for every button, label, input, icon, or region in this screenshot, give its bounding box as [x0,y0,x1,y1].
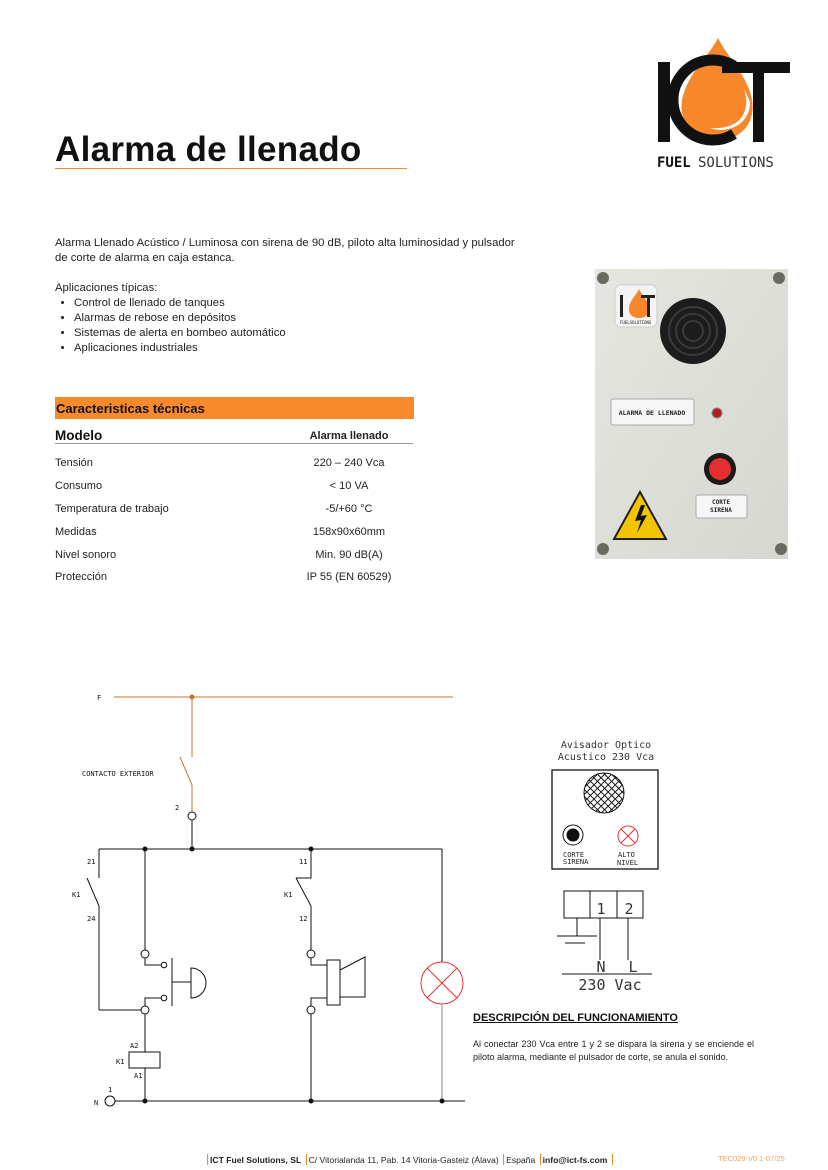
model-label: Modelo [55,428,103,443]
footer-country: España [506,1155,536,1165]
device-title-2: Acustico 230 Vca [558,752,654,763]
photo-label-alarm: ALARMA DE LLENADO [619,409,686,417]
label-k1: K1 [284,891,292,899]
spec-key: Temperatura de trabajo [55,503,169,515]
operation-title: DESCRIPCIÓN DEL FUNCIONAMIENTO [473,1012,678,1024]
applications: Aplicaciones típicas: Control de llenado… [55,281,286,356]
spec-key: Tensión [55,457,93,469]
page-title: Alarma de llenado [55,130,362,169]
label-neutral: N [94,1099,98,1107]
pushbutton-icon [190,967,207,999]
photo-label-corte-1: CORTE [712,499,730,506]
high-level-lamp-icon [617,825,639,847]
list-item: Alarmas de rebose en depósitos [74,311,286,326]
specs-header-row: Modelo Alarma llenado [55,428,413,444]
footer-address: C/ Vitorialanda 11, Pab. 14 Vitoria-Gast… [308,1155,499,1165]
label-k1: K1 [72,891,80,899]
spec-key: Protección [55,571,107,583]
specs-section-header: Caracteristicas técnicas [55,397,414,419]
label-corte: CORTE [563,851,584,859]
table-row: Medidas 158x90x60mm [55,526,413,542]
list-item: Sistemas de alerta en bombeo automático [74,326,286,341]
label-12: 12 [299,915,307,923]
label-n: N [596,958,605,976]
label-terminal-2: 2 [175,804,179,812]
terminal-2-label: 2 [624,900,633,918]
label-nivel: NIVEL [617,859,638,867]
siren-icon [326,959,341,1006]
footer-company: ICT Fuel Solutions, SL [210,1155,302,1165]
phase-line [114,696,453,812]
relay-coil-icon [128,1051,161,1069]
spec-key: Medidas [55,526,97,538]
logo-fuel: FUEL [657,155,691,171]
applications-label: Aplicaciones típicas: [55,282,158,294]
operation-text: Al conectar 230 Vca entre 1 y 2 se dispa… [473,1039,754,1062]
footer: ICT Fuel Solutions, SL C/ Vitorialanda 1… [205,1154,615,1165]
terminal-1-label: 1 [596,900,605,918]
label-l: L [628,958,637,976]
specs-section-title: Caracteristicas técnicas [56,401,205,416]
table-row: Consumo < 10 VA [55,480,413,496]
label-a1: A1 [134,1072,142,1080]
table-row: Protección IP 55 (EN 60529) [55,571,413,587]
product-photo: FUELSOLUTIONS ALARMA DE LLENADO CORTE SI… [595,269,788,559]
table-row: Nivel sonoro Min. 90 dB(A) [55,549,413,565]
label-k1: K1 [116,1058,124,1066]
company-logo: FUEL SOLUTIONS [657,38,790,171]
label-alto: ALTO [618,851,635,859]
photo-label-corte-2: SIRENA [710,507,732,514]
logo-solutions: SOLUTIONS [698,155,774,171]
label-a2: A2 [130,1042,138,1050]
spec-value: IP 55 (EN 60529) [306,571,392,583]
title-underline [55,168,407,169]
spec-value: -5/+60 °C [325,503,373,515]
svg-text:FUELSOLUTIONS: FUELSOLUTIONS [620,320,652,325]
device-title-1: Avisador Optico [561,740,651,751]
label-21: 21 [87,858,95,866]
footer-email[interactable]: info@ict-fs.com [542,1155,608,1165]
spec-value: < 10 VA [329,480,369,492]
spec-value: Min. 90 dB(A) [315,549,383,561]
ground-icon [557,918,597,944]
label-24: 24 [87,915,95,923]
terminal-block [563,890,644,919]
list-item: Aplicaciones industriales [74,341,286,356]
list-item: Control de llenado de tanques [74,296,286,311]
label-sirena: SIRENA [563,858,589,866]
label-phase: F [97,694,101,702]
label-terminal-1: 1 [108,1086,112,1094]
label-external-contact: CONTACTO EXTERIOR [82,770,154,778]
lamp-icon [420,961,464,1005]
spec-value: 158x90x60mm [312,526,386,538]
siren-grille-icon [583,772,625,814]
spec-key: Consumo [55,480,103,492]
table-row: Temperatura de trabajo -5/+60 °C [55,503,413,519]
document-code: TEC029-V0.1-07/25 [718,1154,785,1163]
product-description: Alarma Llenado Acústico / Luminosa con s… [55,237,515,264]
label-supply: 230 Vac [578,976,641,994]
model-value: Alarma llenado [309,430,389,442]
spec-key: Nivel sonoro [55,549,117,561]
label-11: 11 [299,858,307,866]
spec-value: 220 – 240 Vca [313,457,385,469]
table-row: Tensión 220 – 240 Vca [55,457,413,473]
